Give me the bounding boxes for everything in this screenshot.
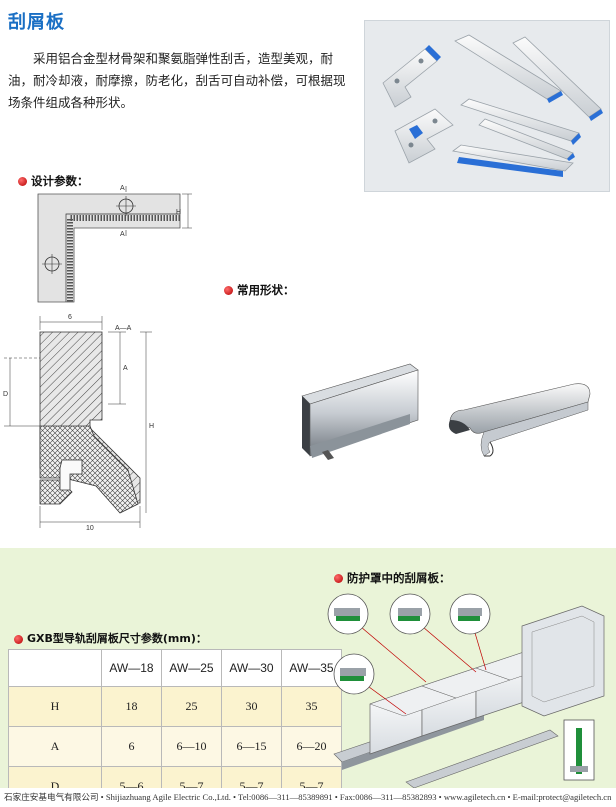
straight-piece-2 <box>512 36 603 121</box>
drawing-label-6: 6 <box>68 314 72 321</box>
cross-section-drawing: 6 A—A A H D 10 <box>3 314 154 532</box>
column-header: AW—30 <box>221 649 282 687</box>
table-header-row: AW—18 AW—25 AW—30 AW—35 <box>8 649 342 687</box>
callout-detail-4 <box>333 653 407 715</box>
callout-detail-5 <box>563 719 595 781</box>
table-cell: 6—20 <box>281 726 342 767</box>
red-bullet-icon <box>18 177 27 186</box>
product-photo <box>364 20 610 192</box>
column-header: AW—18 <box>101 649 162 687</box>
corner-piece-2 <box>394 108 454 164</box>
table-row: H 18 25 30 35 <box>8 686 342 727</box>
table-cell: 25 <box>161 686 222 727</box>
red-bullet-icon <box>14 634 23 644</box>
row-label: A <box>8 726 102 767</box>
wiper-pieces-illustration <box>365 21 609 191</box>
drawing-label-a-bottom: A <box>120 231 125 238</box>
table-cell: 30 <box>221 686 282 727</box>
straight-piece-3 <box>460 98 581 145</box>
straight-piece-1 <box>454 34 563 103</box>
drawing-label-h-side: H <box>149 423 154 430</box>
table-title: GXB型导轨刮屑板尺寸参数(mm)： <box>14 630 207 646</box>
in-guard-heading: 防护罩中的刮屑板： <box>334 570 451 586</box>
drawing-label-d: D <box>3 391 8 398</box>
drawing-label-a-top: A <box>120 185 125 192</box>
corner-drawing: A A H <box>37 185 192 303</box>
callout-detail-2 <box>389 593 477 673</box>
page-title: 刮屑板 <box>8 12 65 33</box>
table-cell: 35 <box>281 686 342 727</box>
row-label: H <box>8 686 102 727</box>
red-bullet-icon <box>334 574 343 583</box>
table-row: A 6 6—10 6—15 6—20 <box>8 726 342 767</box>
table-corner-cell <box>8 649 102 687</box>
callout-detail-3 <box>449 593 491 671</box>
callout-detail-1 <box>327 593 427 683</box>
intro-paragraph: 采用铝合金型材骨架和聚氨脂弹性刮舌，造型美观，耐油，耐冷却液，耐摩擦，防老化，刮… <box>8 51 346 110</box>
design-params-heading: 设计参数： <box>18 173 89 189</box>
drawing-label-10: 10 <box>86 525 94 532</box>
guard-assembly-illustration <box>327 593 605 788</box>
column-header: AW—35 <box>281 649 342 687</box>
drawing-label-h: H <box>176 209 181 216</box>
profile-shape-box <box>301 363 419 460</box>
drawing-label-a-side: A <box>123 365 128 372</box>
straight-piece-5 <box>452 144 574 177</box>
red-bullet-icon <box>224 286 233 295</box>
column-header: AW—25 <box>161 649 222 687</box>
corner-piece-1 <box>382 45 441 108</box>
footer-contact: 石家庄安基电气有限公司 • Shijiazhuang Agile Electri… <box>0 788 616 807</box>
profile-shape-curved <box>448 383 591 457</box>
table-cell: 6—10 <box>161 726 222 767</box>
straight-piece-4 <box>478 118 575 161</box>
table-cell: 6—15 <box>221 726 282 767</box>
table-cell: 18 <box>101 686 162 727</box>
spec-table: AW—18 AW—25 AW—30 AW—35 H 18 25 30 35 A … <box>8 649 342 807</box>
table-cell: 6 <box>101 726 162 767</box>
common-shapes-heading: 常用形状： <box>224 282 295 298</box>
drawing-label-section-aa: A—A <box>115 325 132 332</box>
